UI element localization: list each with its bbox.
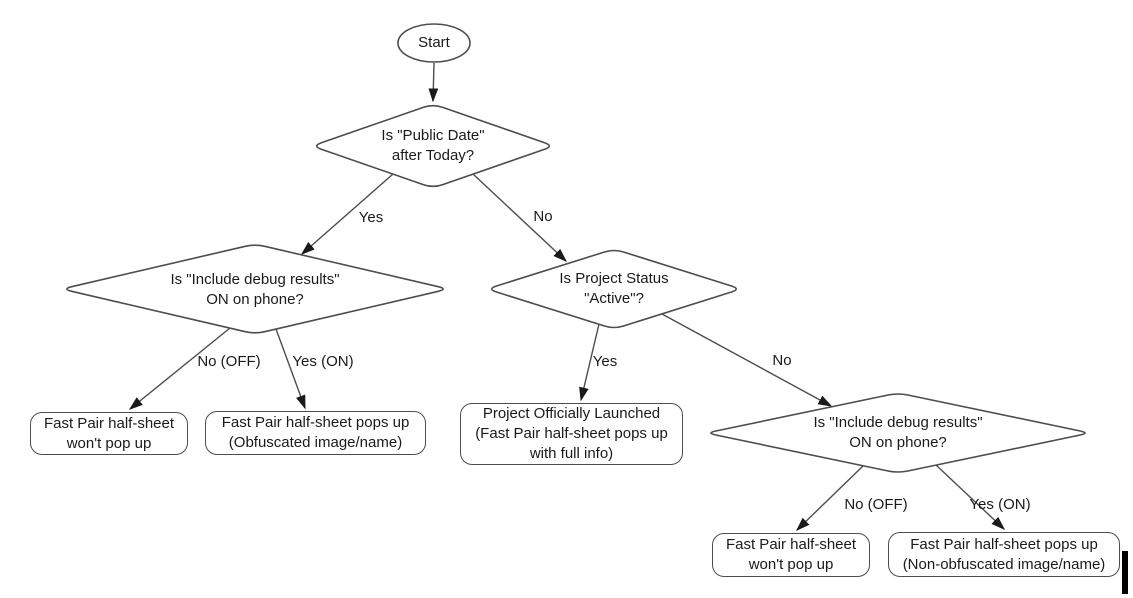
terminal-no-popup-left: Fast Pair half-sheet won't pop up <box>30 412 188 455</box>
terminal-line: (Non-obfuscated image/name) <box>902 555 1106 573</box>
node-line: Is "Include debug results" <box>170 271 340 288</box>
decision-debug-left-label: Is "Include debug results" ON on phone? <box>170 270 339 310</box>
edge-project-status-no <box>661 313 833 407</box>
terminal-obfuscated-popup: Fast Pair half-sheet pops up (Obfuscated… <box>205 411 426 455</box>
edge-label-yes-on: Yes (ON) <box>969 496 1031 513</box>
decision-debug-right-label: Is "Include debug results" ON on phone? <box>813 413 982 453</box>
edge-label-no-off: No (OFF) <box>844 496 908 513</box>
node-line: Is Project Status <box>559 270 669 287</box>
terminal-line: Fast Pair half-sheet pops up <box>910 535 1098 553</box>
decision-public-date-label: Is "Public Date" after Today? <box>381 126 484 166</box>
terminal-line: (Obfuscated image/name) <box>228 434 403 451</box>
decision-diamond-public-date <box>315 104 551 188</box>
edge-label-no: No <box>533 208 553 225</box>
edge-project-status-yes <box>579 323 600 402</box>
node-line: after Today? <box>391 147 475 164</box>
edge-public-date-yes <box>300 173 394 255</box>
node-line: Is "Include debug results" <box>813 414 983 431</box>
edge-debug-left-no-off <box>128 327 231 410</box>
terminal-line: with full info) <box>529 445 614 462</box>
edge-label-yes: Yes <box>592 353 618 370</box>
terminal-line: Fast Pair half-sheet <box>43 414 175 432</box>
edge-label-yes-on: Yes (ON) <box>292 353 354 370</box>
edge-label-no: No <box>772 352 792 369</box>
start-oval <box>397 23 471 63</box>
node-line: "Active"? <box>584 290 644 307</box>
decision-diamond-debug-right <box>710 393 1086 473</box>
node-line: ON on phone? <box>206 291 304 308</box>
terminal-line: Fast Pair half-sheet pops up <box>221 414 410 431</box>
start-label: Start <box>418 33 450 53</box>
terminal-line: (Fast Pair half-sheet pops up <box>475 425 668 442</box>
node-line: ON on phone? <box>849 434 947 451</box>
decision-diamond-project-status <box>490 249 738 329</box>
edge-label-yes: Yes <box>358 209 384 226</box>
terminal-line: Fast Pair half-sheet <box>725 536 857 553</box>
terminal-no-popup-right: Fast Pair half-sheet won't pop up <box>712 533 870 577</box>
edge-debug-left-yes-on <box>275 328 306 410</box>
terminal-launched: Project Officially Launched (Fast Pair h… <box>460 403 683 465</box>
decision-diamond-debug-left <box>66 244 444 334</box>
node-line: Start <box>418 34 450 51</box>
terminal-line: won't pop up <box>748 556 834 573</box>
terminal-line: Project Officially Launched <box>482 405 661 422</box>
terminal-line: won't pop up <box>66 434 152 452</box>
edge-debug-right-no-off <box>795 465 864 531</box>
edge-label-no-off: No (OFF) <box>197 353 261 370</box>
edge-start-to-public-date <box>428 62 439 103</box>
edge-public-date-no <box>472 173 568 262</box>
decision-project-status-label: Is Project Status "Active"? <box>559 269 668 309</box>
text-cursor-artifact <box>1122 551 1128 594</box>
edge-debug-right-yes-on <box>935 464 1006 530</box>
terminal-non-obfuscated-popup: Fast Pair half-sheet pops up (Non-obfusc… <box>888 532 1120 577</box>
node-line: Is "Public Date" <box>381 127 485 144</box>
